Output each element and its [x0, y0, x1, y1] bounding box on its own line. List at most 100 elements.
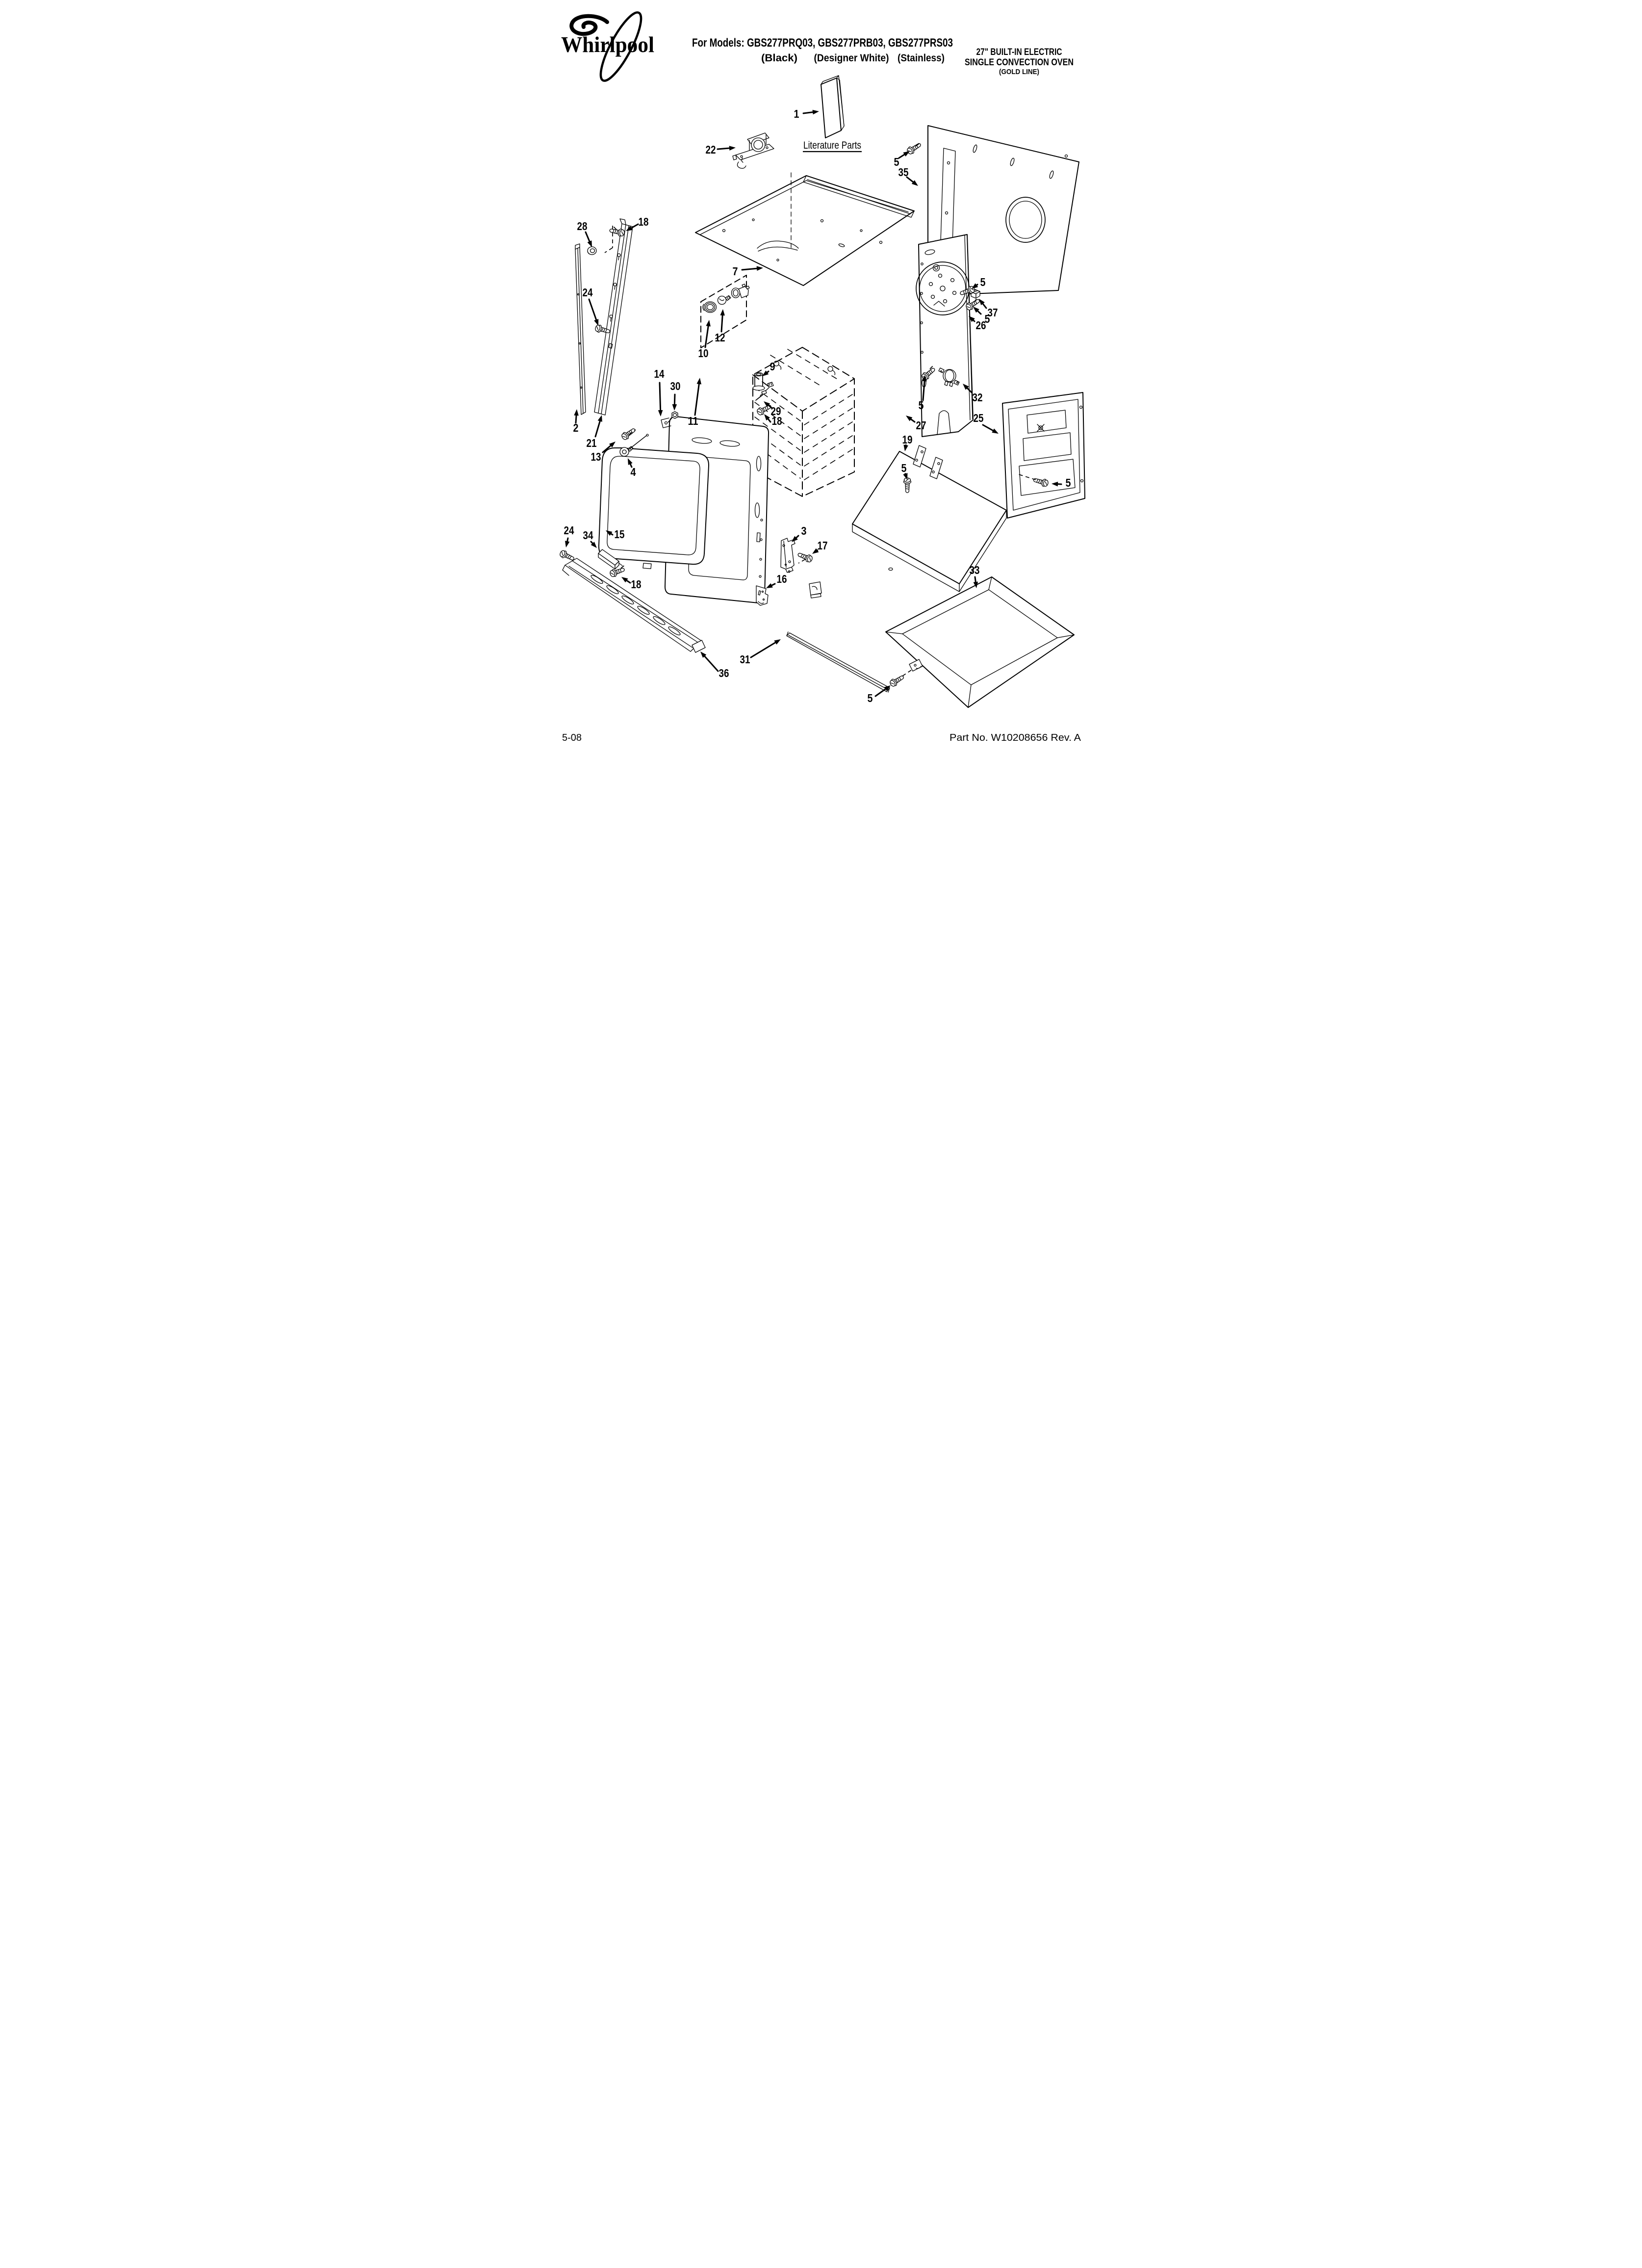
cavity-insulation-hatch [754, 349, 853, 480]
callout-label-34: 34 [583, 529, 593, 542]
callout-label-5: 5 [1066, 476, 1071, 489]
footer-part-number: Part No. W10208656 Rev. A [949, 732, 1081, 743]
callout-12-16: 12 [715, 309, 725, 344]
callout-31-34: 31 [740, 639, 781, 666]
callout-arrow-34 [590, 541, 593, 544]
part-clip-bracket [756, 585, 769, 606]
part-slotted-kick-strip [562, 558, 706, 653]
callout-arrowhead-13 [609, 442, 616, 448]
callout-label-25: 25 [974, 412, 984, 424]
callout-arrow-3 [795, 535, 799, 539]
callout-5-30: 5 [1052, 476, 1071, 489]
callout-arrowhead-34 [590, 542, 597, 548]
callout-arrowhead-18 [764, 414, 770, 421]
callout-label-19: 19 [902, 433, 913, 446]
callout-arrow-24 [588, 298, 597, 321]
whirlpool-swoosh [599, 11, 642, 82]
part-latch-bracket [780, 538, 795, 573]
page-footer: 5-08 Part No. W10208656 Rev. A [562, 732, 1081, 743]
part-oven-lamp-bulb [717, 295, 731, 305]
whirlpool-swirl-icon [569, 14, 609, 36]
callout-arrowhead-32 [963, 384, 969, 390]
callout-label-28: 28 [577, 220, 588, 233]
callout-5-26: 5 [973, 307, 990, 325]
part-rear-access-panel [1002, 392, 1085, 519]
exploded-parts-diagram: Whirlpool For Models: GBS277PRQ03, GBS27… [558, 11, 1085, 743]
callout-5-41: 5 [868, 685, 891, 704]
callout-label-18: 18 [639, 215, 649, 228]
callout-label-12: 12 [715, 331, 725, 344]
svg-text:Literature Parts: Literature Parts [803, 140, 861, 151]
callout-18-37: 18 [621, 577, 641, 591]
callout-arrowhead-7 [756, 266, 763, 271]
callout-3-31: 3 [792, 524, 807, 542]
part-oven-sensor [755, 382, 774, 401]
nut-30 [671, 411, 678, 419]
callout-arrowhead-5 [972, 283, 978, 289]
callout-arrow-5 [922, 380, 925, 401]
callout-arrow-5 [976, 310, 982, 315]
callout-label-27: 27 [916, 419, 926, 432]
callout-26-25: 26 [969, 316, 986, 332]
callout-arrow-5 [898, 154, 905, 159]
callout-29-18: 29 [764, 401, 781, 417]
callout-label-18: 18 [631, 578, 641, 591]
callout-arrowhead-37 [979, 299, 985, 306]
color-label-stainless: (Stainless) [898, 52, 945, 64]
part-lamp-kit-box [700, 275, 750, 348]
callout-arrow-7 [741, 267, 758, 271]
callout-label-29: 29 [771, 405, 781, 417]
callout-arrow-35 [906, 176, 914, 183]
callout-label-3: 3 [801, 524, 807, 537]
callout-24-38: 24 [564, 524, 574, 547]
callout-label-14: 14 [654, 367, 665, 380]
callout-arrowhead-21 [597, 415, 602, 422]
callout-arrowhead-27 [906, 416, 913, 421]
part-door-window-frame [598, 447, 710, 569]
callout-label-32: 32 [973, 391, 983, 404]
screw-17 [796, 550, 814, 564]
callout-arrowhead-35 [911, 180, 918, 186]
part-fan-motor-assembly [732, 132, 774, 169]
callout-arrow-1 [802, 111, 814, 114]
callout-33-35: 33 [970, 564, 980, 588]
callout-arrowhead-25 [992, 428, 999, 434]
callout-label-26: 26 [976, 319, 986, 332]
callout-2-8: 2 [573, 409, 579, 434]
part-lower-trim-strip [786, 631, 890, 693]
callout-14-12: 14 [654, 367, 665, 417]
part-oven-cavity [752, 347, 855, 497]
callout-label-17: 17 [818, 539, 828, 552]
callout-arrowhead-18 [621, 577, 628, 583]
callout-arrowhead-5 [973, 307, 979, 313]
part-base-pan [809, 576, 1075, 708]
callout-label-5: 5 [919, 399, 924, 412]
part-rear-fan-panel [916, 234, 974, 437]
callout-arrowhead-22 [729, 146, 736, 151]
callout-arrowhead-24 [564, 541, 570, 547]
part-spacer-bar [598, 549, 623, 570]
callout-label-18: 18 [772, 415, 782, 427]
callout-16-33: 16 [766, 573, 787, 588]
models-line: For Models: GBS277PRQ03, GBS277PRB03, GB… [692, 36, 953, 50]
callout-arrowhead-18 [626, 226, 633, 231]
callout-arrow-15 [610, 533, 614, 536]
footer-date-code: 5-08 [562, 732, 582, 743]
callout-label-10: 10 [698, 347, 709, 360]
literature-parts-label: Literature Parts [803, 140, 862, 153]
callout-arrowhead-5 [903, 473, 908, 480]
callout-label-24: 24 [583, 286, 593, 299]
callout-label-5: 5 [868, 692, 873, 704]
callout-label-24: 24 [564, 524, 574, 537]
part-lamp-lens [702, 301, 717, 313]
callout-arrow-13 [602, 444, 612, 453]
brand-wordmark: Whirlpool [561, 32, 654, 57]
callout-arrow-4 [629, 463, 633, 468]
color-label-designer-white: (Designer White) [814, 52, 889, 64]
callout-13-10: 13 [591, 442, 616, 463]
callout-15-40: 15 [606, 528, 625, 541]
callout-arrowhead-5 [903, 151, 910, 157]
callout-arrow-18 [767, 418, 771, 423]
callout-arrowhead-36 [700, 652, 707, 658]
callout-label-21: 21 [587, 437, 597, 449]
